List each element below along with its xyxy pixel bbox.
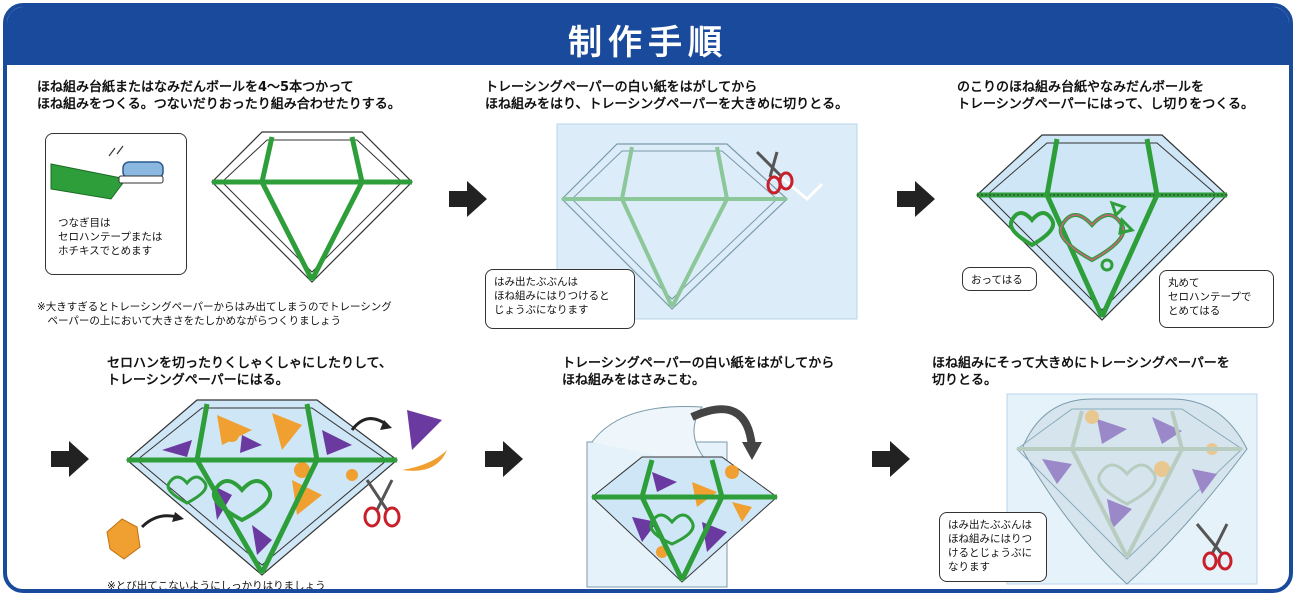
crumpled-cellophane-icon	[106, 512, 184, 560]
arrow-right-icon	[485, 441, 523, 477]
step6-cutout-illustration	[1006, 393, 1258, 585]
step4-caption: セロハンを切ったりくしゃくしゃにしたりして、 トレーシングペーパーにはる。	[107, 356, 392, 388]
step4-cellophane-illustration	[126, 399, 398, 576]
step1-zoom-box: つなぎ目は セロハンテープまたは ホチキスでとめます	[45, 133, 187, 275]
step1-note: ※大きすぎるとトレーシングペーパーからはみ出てしまうのでトレーシング ペーパーの…	[37, 301, 392, 327]
scissors-icon	[1195, 523, 1233, 571]
step2-caption: トレーシングペーパーの白い紙をはがしてから ほね組みをはり、トレーシングペーパー…	[485, 80, 849, 112]
step6-caption: ほね組みにそって大きめにトレーシングペーパーを 切りとる。	[932, 356, 1230, 388]
cellophane-pieces-icon	[350, 410, 447, 471]
step2-bubble: はみ出たぶぶんは ほね組みにはりつけると じょうぶになります	[485, 269, 635, 329]
header-bar: 制作手順	[7, 7, 1289, 65]
step3-partition-illustration	[976, 134, 1228, 321]
step3-bubble-right: 丸めて セロハンテープで とめてはる	[1159, 270, 1274, 328]
step5-caption: トレーシングペーパーの白い紙をはがしてから ほね組みをはさみこむ。	[562, 356, 835, 388]
step1-caption: ほね組み台紙またはなみだんボールを4〜5本つかって ほね組みをつくる。つないだり…	[37, 80, 401, 112]
step3-caption: のこりのほね組み台紙やなみだんボールを トレーシングペーパーにはって、し切りをつ…	[957, 80, 1255, 112]
arrow-right-icon	[872, 441, 910, 477]
step3-bubble-left: おってはる	[962, 267, 1037, 291]
step1-diamond-illustration	[211, 131, 413, 283]
arrow-right-icon	[897, 181, 935, 217]
arrow-right-icon	[51, 441, 89, 477]
scissors-icon	[363, 479, 401, 528]
arrow-right-icon	[449, 181, 487, 217]
scissors-icon	[755, 150, 794, 195]
instruction-panel: 制作手順 ほね組み台紙またはなみだんボールを4〜5本つかって ほね組みをつくる。…	[3, 3, 1293, 593]
step5-sandwich-illustration	[586, 405, 778, 588]
step6-bubble: はみ出たぶぶんは ほね組みにはりつ けるとじょうぶに なります	[939, 512, 1047, 582]
page-title: 制作手順	[568, 23, 728, 63]
stapler-icon	[50, 145, 164, 200]
step1-bubble-text: つなぎ目は セロハンテープまたは ホチキスでとめます	[58, 217, 163, 257]
step4-note: ※とび出てこないようにしっかりはりましょう	[107, 580, 326, 592]
